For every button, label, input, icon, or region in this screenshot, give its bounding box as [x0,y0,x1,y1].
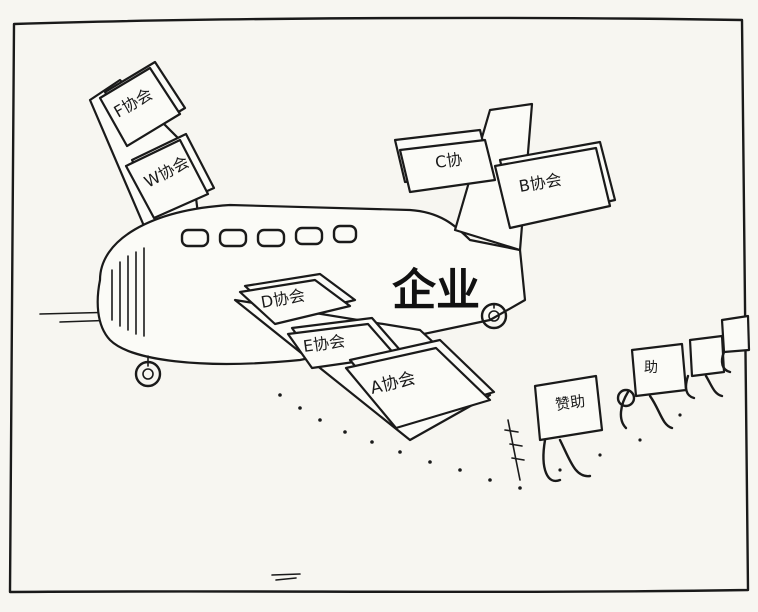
walker-1-sign-label: 赞助 [554,392,586,414]
upper-wing: F协会 W协会 [88,60,216,242]
wing-top-paper-2: W协会 [124,132,216,220]
tail-paper-1-label: C协 [434,149,464,172]
walker-1: 赞助 [504,374,604,483]
walker-2: 助 [616,342,688,430]
wing-bottom-paper-3: A协会 [344,338,496,430]
wing-bottom-paper-2: E协会 [286,316,402,370]
tail-paper-2: B协会 [493,140,617,230]
rear-wheel [480,302,508,330]
scribble-mark [271,573,301,581]
wing-bottom-paper-1: D协会 [238,272,357,326]
tail-paper-1: C协 [393,128,497,194]
windows [180,224,358,248]
walker-4 [720,314,751,374]
footprint-trail [278,393,682,490]
tail: C协 B协会 [393,102,617,252]
lower-wing: D协会 E协会 A协会 [233,272,496,442]
cartoon-frame [8,16,750,594]
nose-stripes [111,247,145,337]
walker-3 [684,334,726,400]
wing-top-paper-1: F协会 [98,60,187,148]
walker-2-sign-label: 助 [644,360,658,376]
front-wheel [134,355,162,388]
plane-body-label: 企业 [392,265,480,316]
